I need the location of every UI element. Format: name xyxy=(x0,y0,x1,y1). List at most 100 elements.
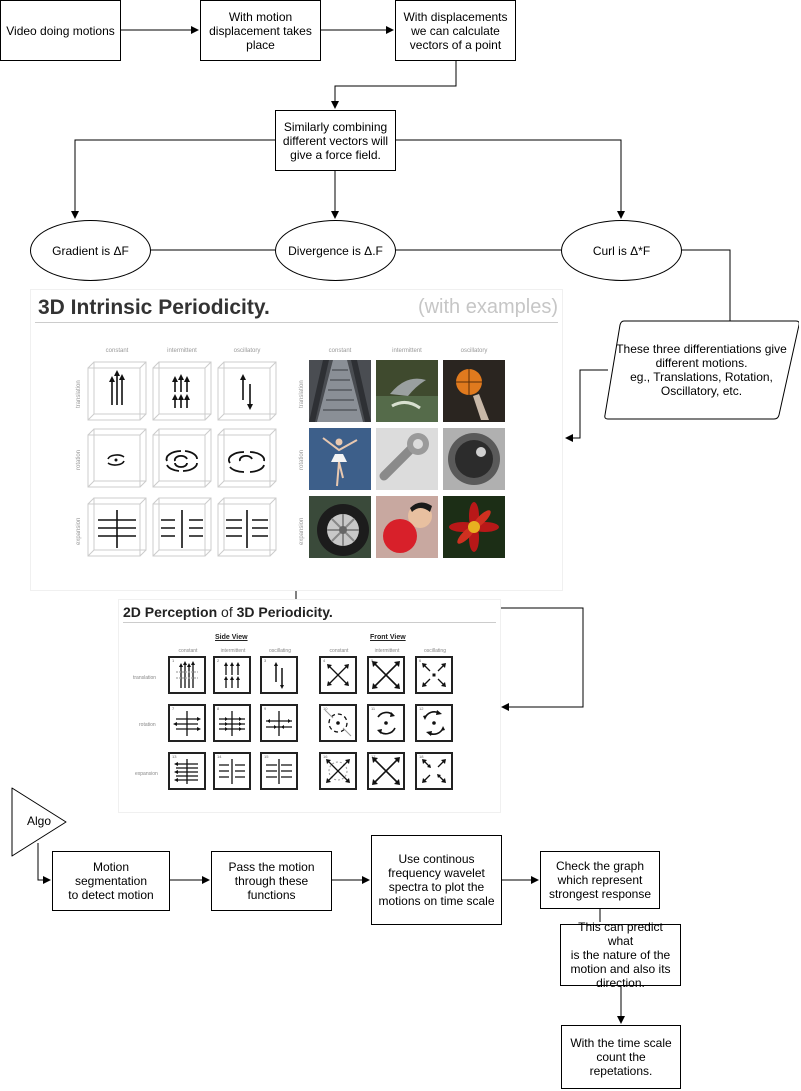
cube-expansion-intermittent xyxy=(152,497,212,557)
front-tile: 16 xyxy=(319,752,357,790)
side-tile: 9 xyxy=(260,704,298,742)
col-label: intermittent xyxy=(167,348,197,354)
title-rule xyxy=(35,322,558,323)
tile-graphic xyxy=(266,759,292,784)
row-label: rotation xyxy=(139,722,156,728)
divergence-ellipse: Divergence is Δ.F xyxy=(275,220,396,281)
predict-node: This can predict what is the nature of t… xyxy=(560,920,681,990)
figure-title: 3D Intrinsic Periodicity. xyxy=(38,296,270,319)
front-tile: 5 xyxy=(367,656,405,694)
tile-number: 10 xyxy=(323,706,328,711)
tile-number: 1 xyxy=(172,658,175,663)
tile-graphic xyxy=(174,759,198,784)
title-rule xyxy=(123,622,496,623)
photo-row-label: translation xyxy=(299,380,305,408)
cube-expansion-constant xyxy=(87,497,147,557)
front-view-heading: Front View xyxy=(370,634,406,641)
col-label: constant xyxy=(105,348,129,354)
tile-graphic xyxy=(377,711,396,735)
triangle-shape xyxy=(11,787,67,857)
front-tile: 6 xyxy=(415,656,453,694)
side-tile: 2 xyxy=(213,656,251,694)
front-col-label: oscillating xyxy=(424,648,446,654)
photo-col-label: oscillatory xyxy=(460,348,488,354)
tile-number: 7 xyxy=(172,706,175,711)
differentiations-text: These three differentiations give differ… xyxy=(616,342,787,398)
front-col-label: constant xyxy=(329,648,349,654)
side-tile: 1 xyxy=(168,656,206,694)
tile-graphic xyxy=(326,759,350,783)
edge-algo-segmentation xyxy=(37,843,51,884)
title-part-a: 2D Perception xyxy=(123,604,218,620)
edge-differentiations-panel1 xyxy=(565,369,608,442)
tile-number: 9 xyxy=(264,706,267,711)
row-label: translation xyxy=(133,675,157,681)
row-label: rotation xyxy=(76,449,82,470)
washing-machine-photo xyxy=(443,428,505,490)
algo-triangle: Algo xyxy=(10,786,68,858)
video-node: Video doing motions xyxy=(0,0,121,61)
tile-number: 18 xyxy=(419,754,424,759)
tile-number: 17 xyxy=(371,754,376,759)
cube-translation-intermittent xyxy=(152,361,212,421)
front-tile: 12 xyxy=(415,704,453,742)
cube-rotation-constant xyxy=(87,428,147,488)
side-tile: 8 xyxy=(213,704,251,742)
gradient-ellipse: Gradient is ΔF xyxy=(30,220,151,281)
edge-forcefield-curl xyxy=(395,139,625,219)
balloon-photo xyxy=(376,496,438,558)
parallelogram-shape xyxy=(604,320,799,420)
front-tile: 17 xyxy=(367,752,405,790)
tile-graphic xyxy=(422,663,446,687)
title-part-of: of xyxy=(217,604,237,620)
count-node: With the time scale count the repetation… xyxy=(561,1025,681,1089)
photo-col-label: intermittent xyxy=(392,348,422,354)
tile-graphic xyxy=(224,662,240,688)
dolphin-photo xyxy=(376,360,438,422)
side-tile: 13 xyxy=(168,752,206,790)
tile-graphic xyxy=(219,711,245,736)
tile-number: 12 xyxy=(419,706,424,711)
cube-expansion-oscillatory xyxy=(217,497,277,557)
ballerina-photo xyxy=(309,428,371,490)
side-col-label: constant xyxy=(178,648,198,654)
tile-graphic xyxy=(327,664,349,686)
tile-number: 3 xyxy=(264,658,267,663)
side-tile: 7 xyxy=(168,704,206,742)
cube-translation-oscillatory xyxy=(217,361,277,421)
tile-graphic xyxy=(372,757,400,785)
cube-translation-constant xyxy=(87,361,147,421)
displacement-node: With motion displacement takes place xyxy=(200,0,321,61)
row-label: translation xyxy=(76,380,82,408)
col-label: oscillatory xyxy=(233,348,261,354)
side-col-label: intermittent xyxy=(220,648,246,654)
figure-title: 2D Perception of 3D Periodicity. xyxy=(123,604,333,620)
tile-number: 14 xyxy=(217,754,222,759)
force-field-node: Similarly combining different vectors wi… xyxy=(275,110,396,171)
tile-graphic xyxy=(422,759,446,783)
differentiations-parallelogram: These three differentiations give differ… xyxy=(604,320,799,420)
photo-row-label: rotation xyxy=(299,449,305,470)
flower-photo xyxy=(443,496,505,558)
row-label: expansion xyxy=(76,517,82,545)
cube-rotation-oscillatory xyxy=(217,428,277,488)
tile-number: 5 xyxy=(371,658,374,663)
curl-ellipse: Curl is Δ*F xyxy=(561,220,682,281)
edge-curl-differentiations xyxy=(681,249,731,321)
tile-graphic xyxy=(324,709,352,737)
tile-number: 8 xyxy=(217,706,220,711)
wrench-photo xyxy=(376,428,438,490)
tile-number: 15 xyxy=(264,754,269,759)
side-view-heading: Side View xyxy=(215,634,248,641)
tile-number: 16 xyxy=(323,754,328,759)
graph-node: Check the graph which represent stronges… xyxy=(540,851,660,909)
vectors-node: With displacements we can calculate vect… xyxy=(395,0,516,61)
perception-periodicity-figure: 2D Perception of 3D Periodicity. Side Vi… xyxy=(119,600,500,812)
row-label: expansion xyxy=(135,771,158,777)
tile-graphic xyxy=(176,661,198,688)
tile-number: 4 xyxy=(323,658,326,663)
front-tile: 10 xyxy=(319,704,357,742)
tile-number: 13 xyxy=(172,754,177,759)
tile-graphic xyxy=(219,759,245,784)
tile-graphic xyxy=(423,710,445,736)
